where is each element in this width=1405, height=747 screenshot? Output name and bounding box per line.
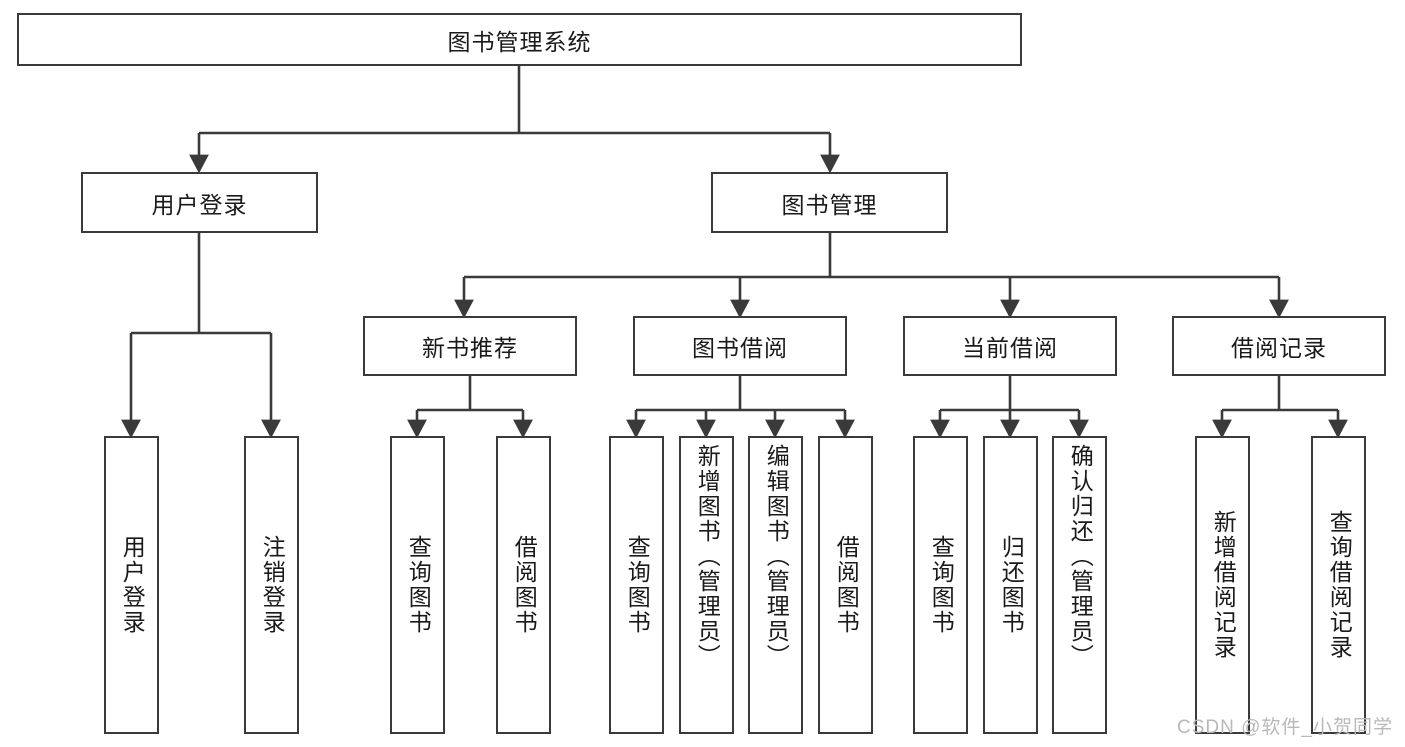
leaf-borrow-query-book[interactable]: 查询图书 (609, 436, 664, 734)
node-book-management[interactable]: 图书管理 (711, 172, 948, 233)
leaf-borrow-add-book[interactable]: 新增图书（管理员） (679, 436, 734, 734)
node-root-label: 图书管理系统 (447, 28, 592, 55)
node-borrow-record-label: 借阅记录 (1231, 335, 1327, 361)
node-book-borrow-label: 图书借阅 (692, 335, 788, 361)
leaf-borrow-borrow-book[interactable]: 借阅图书 (818, 436, 873, 734)
leaf-record-add[interactable]: 新增借阅记录 (1195, 436, 1250, 734)
leaf-new-book-borrow[interactable]: 借阅图书 (496, 436, 551, 734)
node-current-borrow[interactable]: 当前借阅 (903, 316, 1117, 376)
watermark: CSDN @软件_小贺同学 (1177, 717, 1393, 738)
node-root[interactable]: 图书管理系统 (17, 13, 1022, 66)
node-current-borrow-label: 当前借阅 (962, 335, 1058, 361)
leaf-current-confirm-return-label: 确认归还（管理员） (1067, 444, 1094, 669)
leaf-current-confirm-return[interactable]: 确认归还（管理员） (1052, 436, 1107, 734)
node-borrow-record[interactable]: 借阅记录 (1172, 316, 1386, 376)
leaf-borrow-borrow-book-label: 借阅图书 (833, 535, 860, 635)
leaf-record-query[interactable]: 查询借阅记录 (1311, 436, 1366, 734)
leaf-borrow-edit-book-label: 编辑图书（管理员） (763, 444, 790, 669)
leaf-current-query-book-label: 查询图书 (928, 535, 955, 635)
leaf-current-query-book[interactable]: 查询图书 (913, 436, 968, 734)
leaf-new-book-query-label: 查询图书 (405, 535, 432, 635)
leaf-user-login[interactable]: 用户登录 (104, 436, 159, 734)
node-user-login-label: 用户登录 (151, 191, 248, 218)
node-new-book-recommend[interactable]: 新书推荐 (363, 316, 577, 376)
leaf-user-logout[interactable]: 注销登录 (244, 436, 299, 734)
node-new-book-recommend-label: 新书推荐 (422, 335, 518, 361)
node-book-management-label: 图书管理 (781, 191, 878, 218)
leaf-user-login-label: 用户登录 (119, 535, 146, 635)
leaf-borrow-query-book-label: 查询图书 (624, 535, 651, 635)
leaf-current-return-book[interactable]: 归还图书 (983, 436, 1038, 734)
node-book-borrow[interactable]: 图书借阅 (633, 316, 847, 376)
leaf-borrow-add-book-label: 新增图书（管理员） (694, 444, 721, 669)
leaf-new-book-query[interactable]: 查询图书 (390, 436, 445, 734)
leaf-current-return-book-label: 归还图书 (998, 535, 1025, 635)
leaf-user-logout-label: 注销登录 (259, 535, 286, 635)
leaf-new-book-borrow-label: 借阅图书 (511, 535, 538, 635)
leaf-record-add-label: 新增借阅记录 (1210, 510, 1237, 660)
leaf-record-query-label: 查询借阅记录 (1326, 510, 1353, 660)
leaf-borrow-edit-book[interactable]: 编辑图书（管理员） (748, 436, 803, 734)
node-user-login[interactable]: 用户登录 (81, 172, 318, 233)
